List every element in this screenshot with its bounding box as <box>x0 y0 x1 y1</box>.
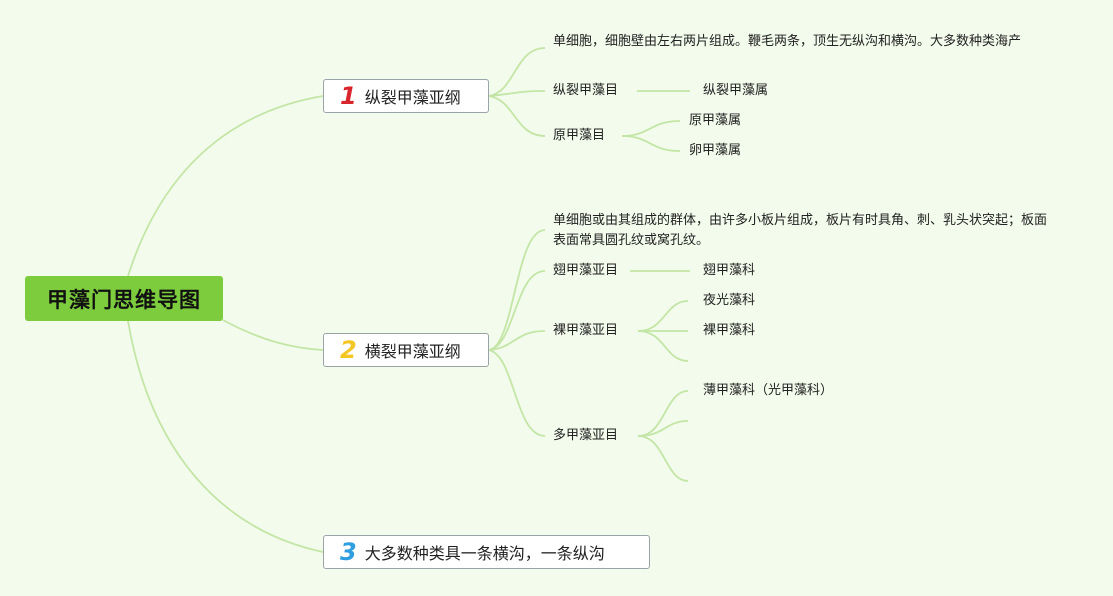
branch-1-label: 纵裂甲藻亚纲 <box>364 88 461 107</box>
branch-2-number: 2 <box>340 336 357 364</box>
branch-1-order-1: 纵裂甲藻目 <box>553 83 619 98</box>
connector-b1-o1 <box>488 90 546 97</box>
branch-3-node[interactable]: 3 大多数种类具一条横沟，一条纵沟 <box>323 535 650 569</box>
root-title: 甲藻门思维导图 <box>47 287 201 312</box>
branch-2-order-3: 多甲藻亚目 <box>553 428 619 443</box>
connector-o3-f2 <box>637 420 689 437</box>
connector-o3-f3 <box>637 435 689 482</box>
branch-2-description: 单细胞或由其组成的群体，由许多小板片组成，板片有时具角、刺、乳头状突起；板面表面… <box>553 213 1048 248</box>
connector-o2-f1 <box>637 300 689 332</box>
connector-b2-o2 <box>488 330 546 351</box>
connector-root-b2 <box>222 319 324 351</box>
branch-2-order-2: 裸甲藻亚目 <box>553 323 619 338</box>
connector-root-b3 <box>127 320 324 553</box>
connector-b1-desc <box>488 47 546 97</box>
root-node[interactable]: 甲藻门思维导图 <box>25 276 223 321</box>
branch-2-order-1: 翅甲藻亚目 <box>553 263 619 278</box>
branch-1-order-1-child-1: 纵裂甲藻属 <box>703 83 769 98</box>
branch-1-order-2: 原甲藻目 <box>553 128 606 143</box>
connector-o2-f3 <box>637 330 689 362</box>
branch-3-number: 3 <box>340 538 357 566</box>
connector-b2-desc <box>488 229 546 351</box>
branch-1-order-2-child-2: 卵甲藻属 <box>689 143 742 158</box>
connector-root-b1 <box>127 95 324 277</box>
connector-b1-o2 <box>488 95 546 137</box>
branch-2-order-3-child-1: 薄甲藻科（光甲藻科） <box>703 383 834 398</box>
branch-1-description: 单细胞，细胞壁由左右两片组成。鞭毛两条，顶生无纵沟和横沟。大多数种类海产 <box>553 34 1022 49</box>
branch-1-number: 1 <box>340 82 357 110</box>
connector-o2-g2 <box>621 135 681 152</box>
branch-2-order-2-child-2: 裸甲藻科 <box>703 323 756 338</box>
branch-1-order-2-child-1: 原甲藻属 <box>689 113 742 128</box>
branch-2-order-1-child-1: 翅甲藻科 <box>703 263 756 278</box>
branch-3-label: 大多数种类具一条横沟，一条纵沟 <box>364 544 605 563</box>
connector-o2-g1 <box>621 120 681 137</box>
connector-b2-o3 <box>488 349 546 437</box>
connector-b2-o1 <box>488 270 546 351</box>
branch-2-order-2-child-1: 夜光藻科 <box>703 293 756 308</box>
branch-2-label: 横裂甲藻亚纲 <box>364 342 461 361</box>
branch-1-node[interactable]: 1 纵裂甲藻亚纲 <box>323 79 489 113</box>
branch-2-node[interactable]: 2 横裂甲藻亚纲 <box>323 333 489 367</box>
